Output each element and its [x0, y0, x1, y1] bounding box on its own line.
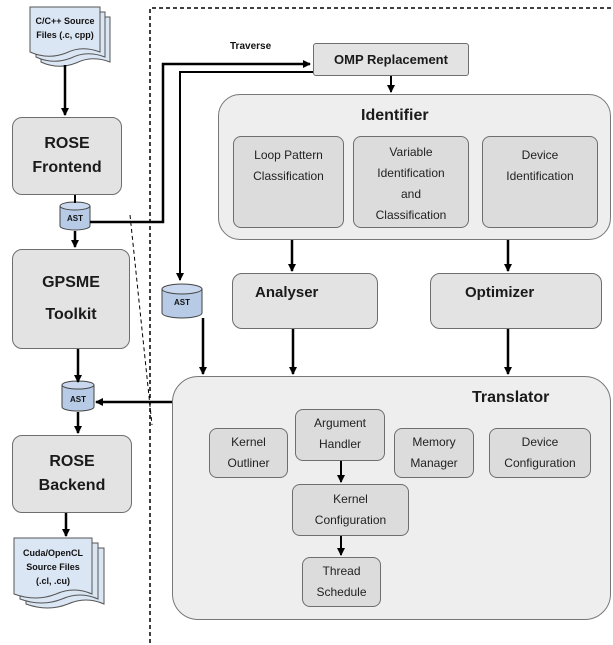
output-files-line1: Cuda/OpenCL [23, 548, 84, 558]
gpsme-toolkit-box: GPSME Toolkit [12, 249, 130, 349]
loop-pattern-box: Loop Pattern Classification [233, 136, 344, 228]
argument-handler-box: Argument Handler [295, 409, 385, 461]
svg-text:AST: AST [67, 214, 83, 223]
optimizer-box: Optimizer [430, 273, 602, 329]
rose-backend-box: ROSE Backend [12, 435, 132, 513]
source-files-line1: C/C++ Source [35, 16, 94, 26]
omp-replacement-box: OMP Replacement [313, 43, 469, 76]
output-files-line2: Source Files [26, 562, 80, 572]
rose-frontend-box: ROSE Frontend [12, 117, 122, 195]
translator-title: Translator [472, 389, 550, 406]
source-files-icon: C/C++ Source Files (.c, cpp) [29, 6, 111, 67]
ast-cylinder-2: AST [61, 380, 95, 412]
thread-schedule-box: Thread Schedule [302, 557, 381, 607]
output-files-line3: (.cl, .cu) [36, 576, 70, 586]
device-identification-box: Device Identification [482, 136, 598, 228]
ast-cylinder-3: AST [161, 283, 203, 319]
dashed-diagonal [129, 214, 153, 426]
ast-cylinder-1: AST [59, 201, 91, 231]
memory-manager-box: Memory Manager [394, 428, 474, 478]
dashed-boundary [149, 7, 612, 643]
kernel-outliner-box: Kernel Outliner [209, 428, 288, 478]
kernel-configuration-box: Kernel Configuration [292, 484, 409, 536]
svg-text:AST: AST [174, 298, 190, 307]
traverse-label: Traverse [230, 41, 272, 52]
output-files-icon: Cuda/OpenCL Source Files (.cl, .cu) [13, 537, 105, 609]
variable-identification-box: Variable Identification and Classificati… [353, 136, 469, 228]
identifier-title: Identifier [361, 107, 429, 124]
device-configuration-box: Device Configuration [489, 428, 591, 478]
source-files-line2: Files (.c, cpp) [36, 30, 94, 40]
svg-text:AST: AST [70, 395, 86, 404]
analyser-box: Analyser [232, 273, 378, 329]
